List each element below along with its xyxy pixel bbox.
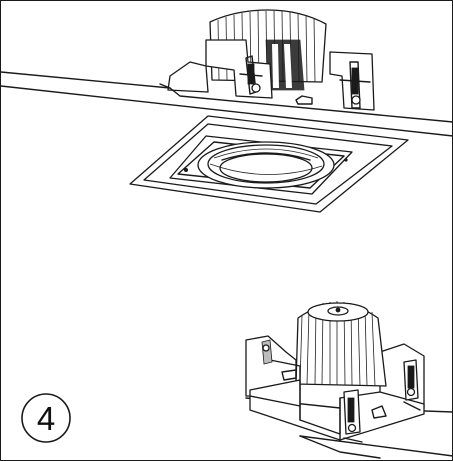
ceiling-plane-top <box>0 71 453 137</box>
square-trim-frame <box>129 115 409 213</box>
step-number-circle-icon <box>21 393 71 443</box>
step-number: 4 <box>37 400 55 437</box>
top-downlight-unit <box>167 9 375 111</box>
bottom-downlight-unit <box>245 301 453 459</box>
step-number-badge: 4 <box>21 393 71 443</box>
